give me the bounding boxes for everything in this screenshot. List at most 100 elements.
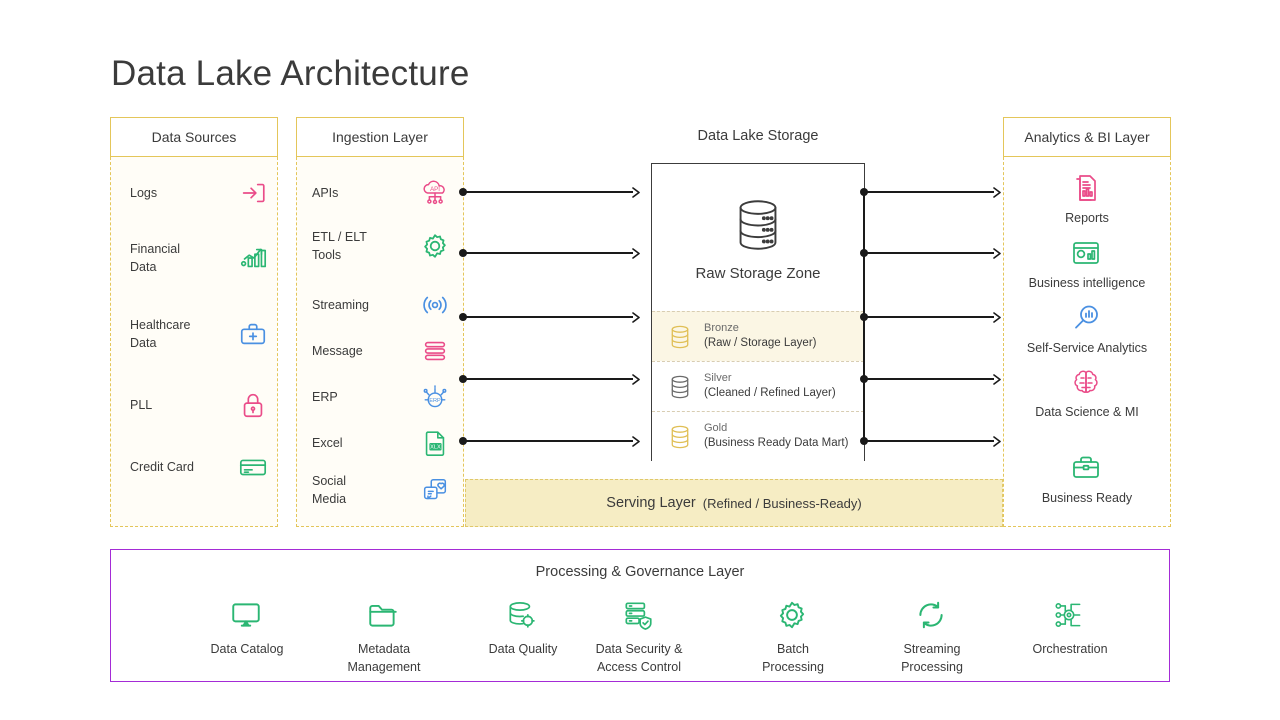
connector-line (864, 252, 994, 254)
list-item-financial-data[interactable]: Financial Data (130, 240, 270, 276)
list-item-message[interactable]: Message (312, 334, 452, 368)
list-item-self-service-analytics[interactable]: Self-Service Analytics (1007, 302, 1167, 355)
zone-gold[interactable]: Gold (Business Ready Data Mart) (652, 411, 864, 461)
connector-arrow-left-3 (459, 311, 641, 323)
list-item-logs[interactable]: Logs (130, 176, 270, 210)
list-item-healthcare-data[interactable]: Healthcare Data (130, 316, 270, 352)
database-gear-icon (505, 598, 541, 634)
data-lake-storage-title: Data Lake Storage (697, 128, 819, 144)
list-item-pll[interactable]: PLL (130, 388, 270, 422)
zone-silver-name: Silver (704, 372, 732, 385)
list-item-label: ERP (312, 389, 338, 404)
list-item-erp[interactable]: ERP ERP (312, 380, 452, 414)
header-data-sources[interactable]: Data Sources (110, 117, 278, 157)
brain-icon (1070, 366, 1104, 400)
header-analytics-bi-label: Analytics & BI Layer (1024, 129, 1150, 145)
lock-icon (236, 388, 270, 422)
arrow-head-icon (993, 435, 1002, 447)
gov-item-label: Streaming Processing (901, 642, 963, 675)
analytics-bi-column-body (1003, 152, 1171, 527)
social-media-icon (418, 473, 452, 507)
list-item-label: Data Science & MI (1035, 405, 1139, 419)
connector-line (463, 378, 633, 380)
zone-silver[interactable]: Silver (Cleaned / Refined Layer) (652, 361, 864, 411)
dashboard-window-icon (1070, 237, 1104, 271)
zone-bronze-name: Bronze (704, 322, 739, 335)
connector-spine-right (863, 190, 865, 441)
list-item-label: Excel (312, 435, 343, 450)
serving-layer-band[interactable]: Serving Layer (Refined / Business-Ready) (465, 479, 1003, 527)
list-item-label: APIs (312, 185, 339, 200)
header-analytics-bi[interactable]: Analytics & BI Layer (1003, 117, 1171, 157)
database-icon (668, 324, 694, 350)
list-item-label: Business intelligence (1028, 276, 1146, 290)
serving-layer-title: Serving Layer (606, 495, 696, 511)
gear-icon (775, 598, 811, 634)
arrow-head-icon (993, 186, 1002, 198)
refresh-cycle-icon (914, 598, 950, 634)
arrow-head-icon (632, 186, 641, 198)
list-item-streaming[interactable]: Streaming (312, 288, 452, 322)
gov-item-data-quality[interactable]: Data Quality (453, 598, 593, 658)
list-item-business-ready[interactable]: Business Ready (1007, 452, 1167, 505)
gov-item-label: Data Quality (488, 642, 558, 656)
gov-item-streaming-processing[interactable]: Streaming Processing (862, 598, 1002, 676)
connector-line (864, 440, 994, 442)
list-item-excel[interactable]: Excel XLX (312, 426, 452, 460)
list-item-label: PLL (130, 397, 153, 412)
briefcase-icon (1070, 452, 1104, 486)
list-item-label: Reports (1065, 211, 1109, 225)
list-item-social-media[interactable]: Social Media (312, 472, 452, 508)
list-item-label: Streaming (312, 297, 369, 312)
list-item-reports[interactable]: Reports (1007, 172, 1167, 225)
gov-item-data-security-access-control[interactable]: Data Security & Access Control (569, 598, 709, 676)
orchestration-nodes-icon (1052, 598, 1088, 634)
excel-file-icon: XLX (418, 426, 452, 460)
arrow-head-icon (993, 311, 1002, 323)
list-item-label: Message (312, 343, 363, 358)
zone-gold-sub: (Business Ready Data Mart) (704, 437, 849, 450)
gov-item-batch-processing[interactable]: Batch Processing (723, 598, 863, 676)
serving-layer-subtitle: (Refined / Business-Ready) (702, 495, 862, 511)
connector-arrow-right-2 (860, 247, 1002, 259)
raw-storage-zone: Raw Storage Zone (652, 164, 864, 311)
database-stack-icon (727, 194, 789, 256)
connector-arrow-left-4 (459, 373, 641, 385)
list-item-etl-elt-tools[interactable]: ETL / ELT Tools (312, 228, 452, 264)
connector-line (864, 191, 994, 193)
page-title: Data Lake Architecture (111, 54, 470, 93)
database-icon (668, 374, 694, 400)
header-ingestion-layer[interactable]: Ingestion Layer (296, 117, 464, 157)
list-item-label: Credit Card (130, 459, 194, 474)
data-lake-storage-box: Raw Storage Zone Bronze (Raw / Storage L… (651, 163, 865, 461)
connector-line (463, 191, 633, 193)
gear-icon (418, 229, 452, 263)
credit-card-icon (236, 450, 270, 484)
list-item-data-science-ml[interactable]: Data Science & MI (1007, 366, 1167, 419)
gov-item-data-catalog[interactable]: Data Catalog (177, 598, 317, 658)
svg-text:XLX: XLX (430, 445, 441, 451)
arrow-head-icon (632, 373, 641, 385)
monitor-icon (229, 598, 265, 634)
governance-layer-box: Processing & Governance Layer Data Catal… (110, 549, 1170, 682)
database-shield-icon (621, 598, 657, 634)
login-arrow-icon (236, 176, 270, 210)
connector-line (463, 252, 633, 254)
connector-line (463, 316, 633, 318)
header-data-sources-label: Data Sources (151, 129, 237, 145)
arrow-head-icon (632, 247, 641, 259)
connector-arrow-left-1 (459, 186, 641, 198)
gov-item-orchestration[interactable]: Orchestration (1000, 598, 1140, 658)
gov-item-label: Data Security & Access Control (595, 642, 683, 675)
folder-icon (366, 598, 402, 634)
list-item-label: Business Ready (1041, 491, 1133, 505)
list-item-apis[interactable]: APIs API (312, 176, 452, 210)
list-item-credit-card[interactable]: Credit Card (130, 450, 270, 484)
zone-bronze[interactable]: Bronze (Raw / Storage Layer) (652, 311, 864, 361)
connector-arrow-right-5 (860, 435, 1002, 447)
header-ingestion-layer-label: Ingestion Layer (332, 129, 428, 145)
gov-item-label: Batch Processing (762, 642, 824, 675)
zone-bronze-sub: (Raw / Storage Layer) (704, 337, 817, 350)
gov-item-metadata-management[interactable]: Metadata Management (314, 598, 454, 676)
list-item-business-intelligence[interactable]: Business intelligence (1007, 237, 1167, 290)
